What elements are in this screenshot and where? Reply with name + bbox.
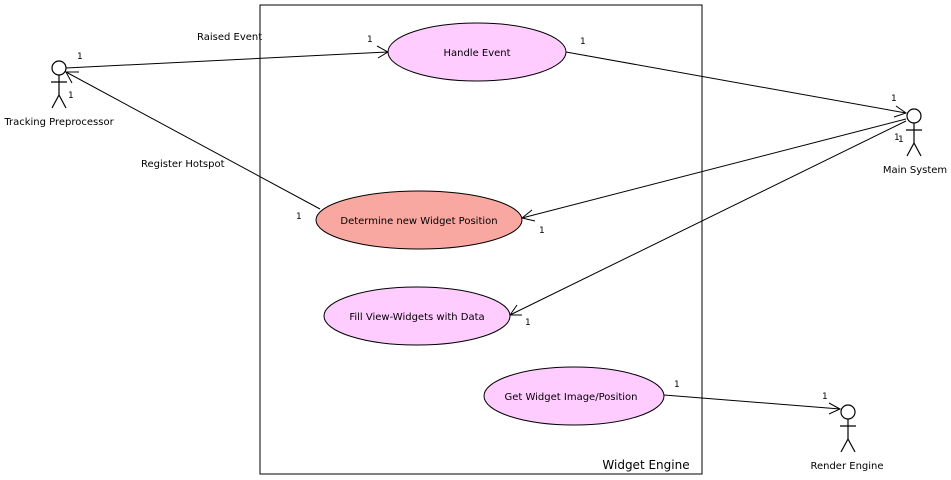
render-get-mult-usecase: 1	[674, 380, 680, 390]
actor-head-icon	[840, 404, 856, 420]
assoc-register-hotspot-arrowhead	[65, 71, 79, 84]
main-determine-mult-usecase: 1	[539, 226, 545, 236]
main-handle-mult-usecase: 1	[580, 37, 586, 47]
register-hotspot-label: Register Hotspot	[141, 159, 225, 170]
assoc-main-handle-arrowhead	[893, 105, 908, 118]
associations	[65, 45, 908, 415]
assoc-main-handle-line	[565, 51, 907, 114]
assoc-register-hotspot-line	[65, 71, 321, 210]
register-hotspot-mult-usecase: 1	[296, 212, 302, 222]
actor-render-engine-name: Render Engine	[810, 461, 883, 472]
actor-render-engine[interactable]	[840, 404, 856, 453]
association-labels: Raised Event 1 1 Register Hotspot 1 1 1 …	[68, 32, 904, 402]
actor-tracking-preprocessor-name: Tracking Preprocessor	[3, 117, 114, 128]
use-case-get-image-label: Get Widget Image/Position	[504, 392, 637, 403]
assoc-main-determine-line	[521, 118, 907, 219]
actor-head-icon	[906, 108, 922, 124]
actor-body-icon	[906, 123, 922, 157]
raised-event-mult-actor: 1	[77, 52, 83, 62]
actor-body-icon	[840, 419, 856, 453]
assoc-render-get-arrowhead	[828, 402, 842, 415]
use-case-determine-position[interactable]: Determine new Widget Position	[315, 190, 523, 250]
raised-event-mult-usecase: 1	[367, 35, 373, 45]
actor-main-system-name: Main System	[883, 165, 947, 176]
actor-main-system[interactable]	[906, 108, 922, 157]
use-case-handle-event-shape[interactable]	[387, 22, 567, 82]
use-case-fill-widgets-shape[interactable]	[323, 286, 511, 346]
assoc-raised-event-line	[65, 51, 389, 69]
register-hotspot-mult-actor: 1	[68, 91, 74, 101]
assoc-render-get-line	[663, 394, 841, 410]
use-case-handle-event-label: Handle Event	[443, 48, 510, 59]
main-determine-mult-actor: 1	[894, 133, 900, 143]
actor-body-icon	[51, 75, 67, 109]
actor-head-icon	[51, 60, 67, 76]
main-fill-mult-actor: 1	[898, 135, 904, 145]
use-case-get-image-shape[interactable]	[483, 366, 665, 426]
use-case-get-image[interactable]: Get Widget Image/Position	[483, 366, 665, 426]
system-title: Widget Engine	[602, 458, 689, 472]
use-case-determine-position-shape[interactable]	[315, 190, 523, 250]
assoc-main-fill-line	[509, 120, 907, 316]
use-case-handle-event[interactable]: Handle Event	[387, 22, 567, 82]
use-case-fill-widgets[interactable]: Fill View-Widgets with Data	[323, 286, 511, 346]
raised-event-label: Raised Event	[197, 32, 262, 43]
render-get-mult-actor: 1	[822, 392, 828, 402]
main-handle-mult-actor: 1	[891, 94, 897, 104]
main-fill-mult-usecase: 1	[525, 318, 531, 328]
actor-tracking-preprocessor[interactable]	[51, 60, 67, 109]
use-case-determine-position-label: Determine new Widget Position	[340, 216, 497, 227]
use-case-fill-widgets-label: Fill View-Widgets with Data	[349, 312, 484, 323]
